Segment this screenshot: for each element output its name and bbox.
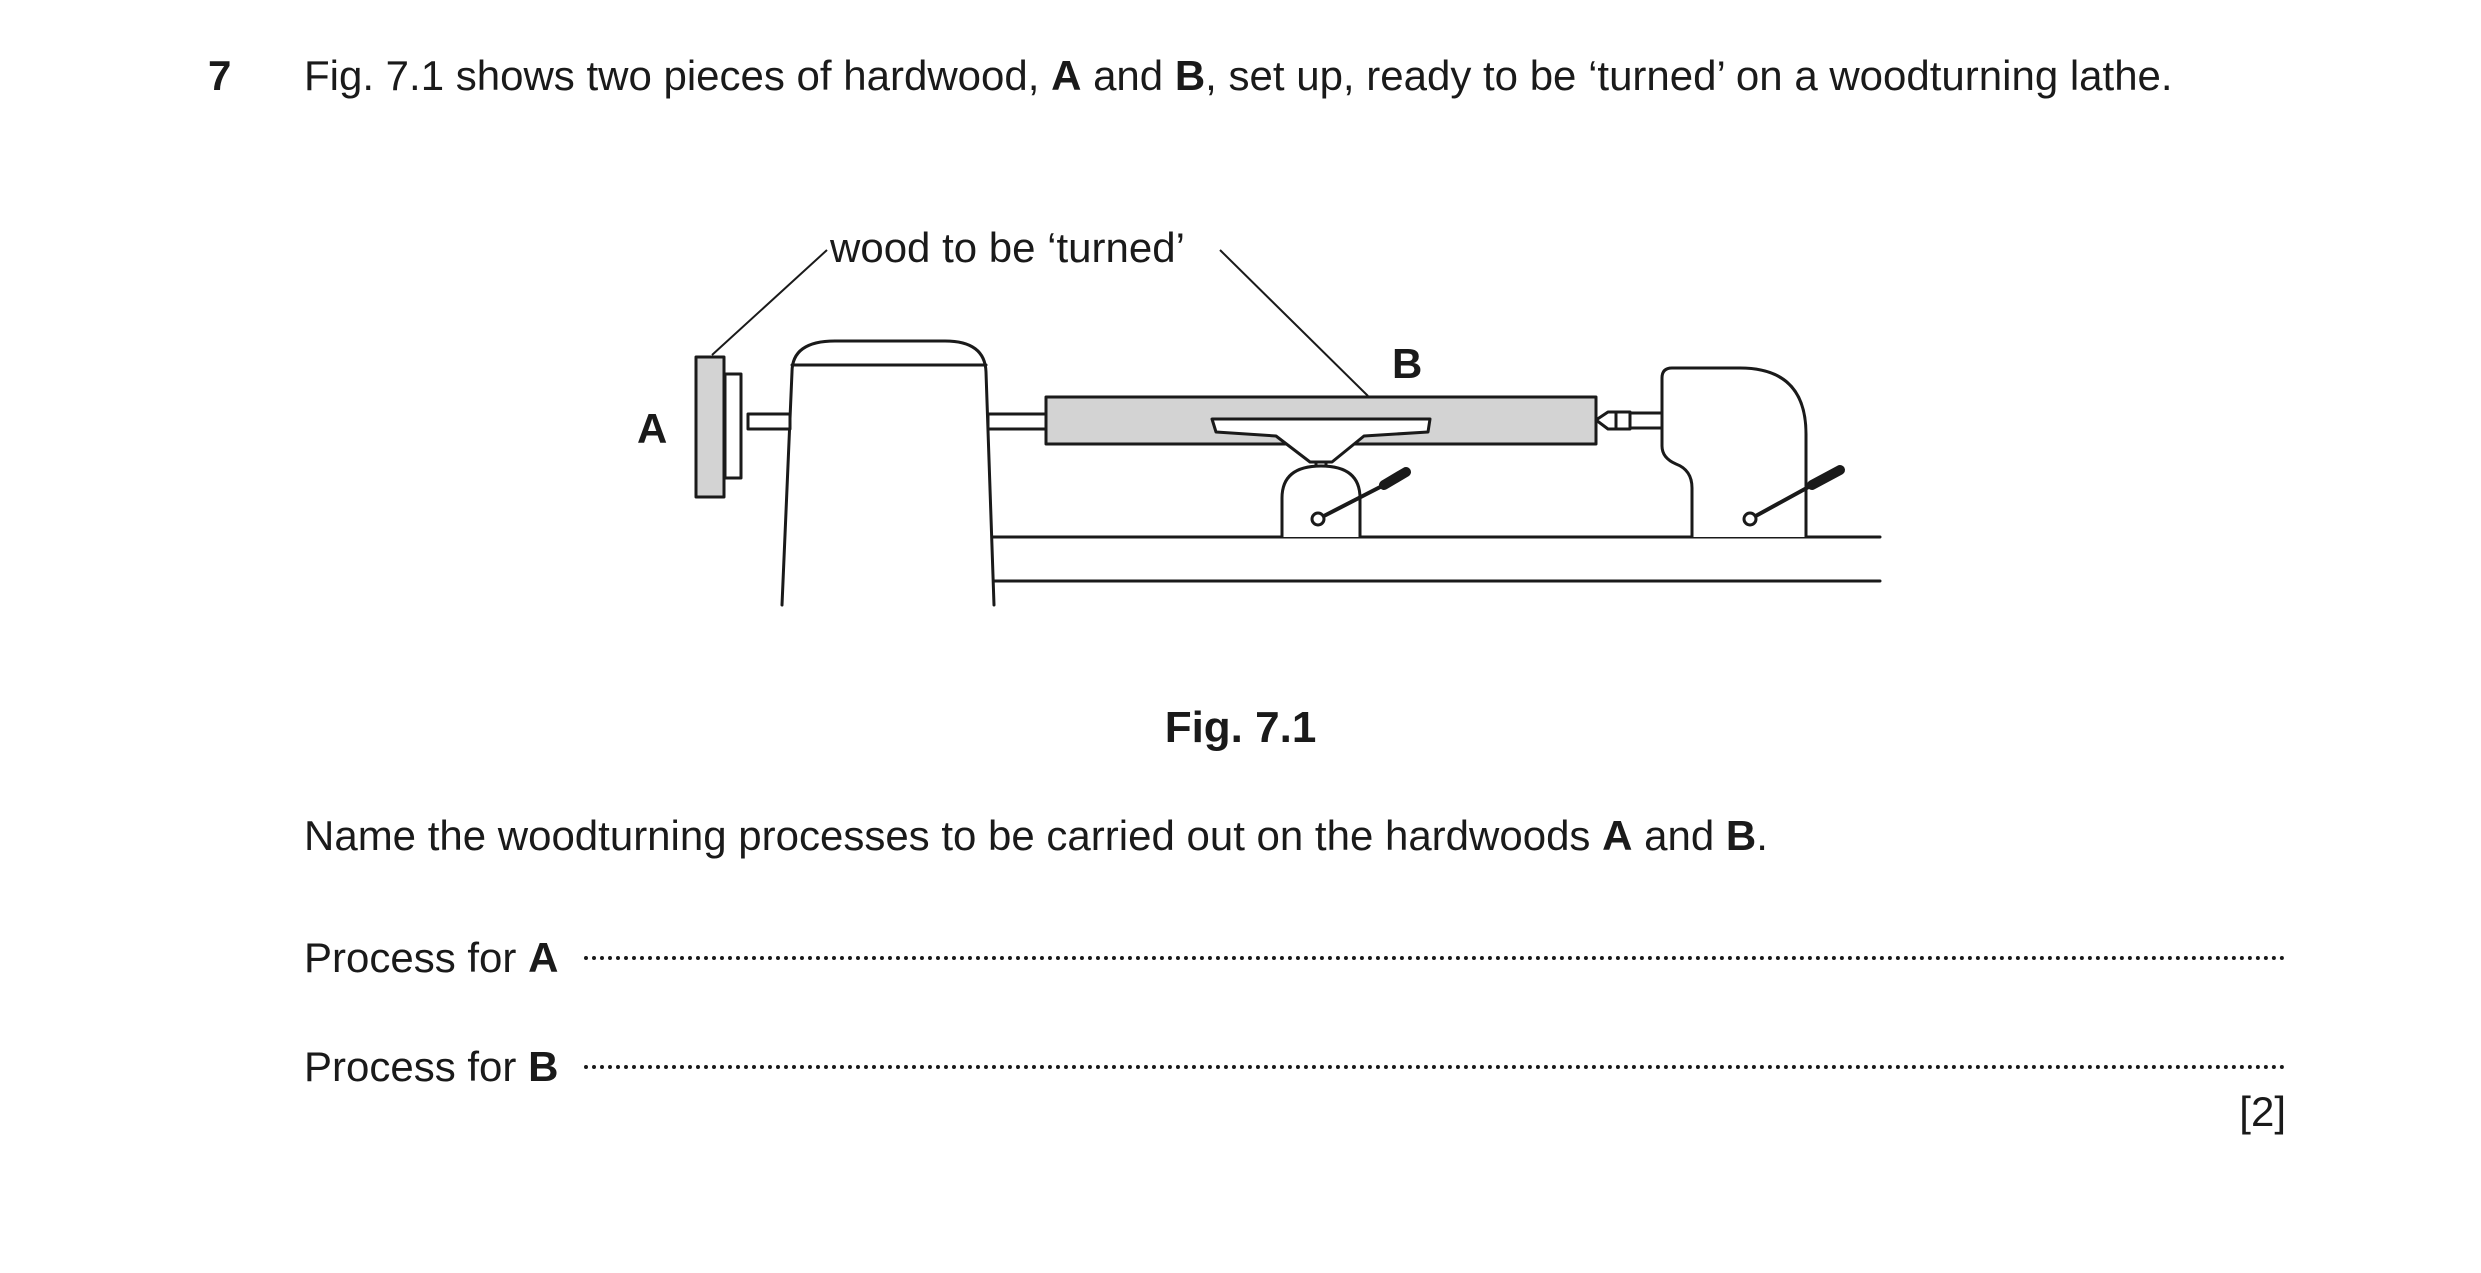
figure-label-b: B bbox=[1392, 340, 1422, 387]
tool-rest bbox=[1210, 417, 1432, 464]
answer-line-b[interactable] bbox=[584, 1025, 2286, 1081]
marks-allocation: [2] bbox=[2239, 1088, 2286, 1135]
faceplate bbox=[723, 372, 743, 480]
callout-label: wood to be ‘turned’ bbox=[829, 224, 1185, 271]
lever-tailstock bbox=[1742, 465, 1845, 527]
headstock bbox=[780, 339, 996, 607]
leader-line-a bbox=[711, 249, 828, 356]
tailstock-quill bbox=[1628, 411, 1664, 430]
figure-caption: Fig. 7.1 bbox=[1164, 703, 1317, 752]
question-text-part1: Fig. 7.1 shows two pieces of hardwood, bbox=[304, 52, 1052, 99]
answer-letter-a: A bbox=[528, 934, 559, 981]
answer-prefix-a: Process for bbox=[304, 934, 529, 981]
instruction-label-b: B bbox=[1725, 812, 1757, 859]
answer-letter-b: B bbox=[528, 1043, 559, 1090]
instruction: Name the woodturning processes to be car… bbox=[304, 808, 1768, 864]
answer-line-a[interactable] bbox=[584, 916, 2286, 972]
answer-label-b: Process for B bbox=[304, 1039, 558, 1095]
question-text-part2: and bbox=[1081, 52, 1175, 99]
answer-label-a: Process for A bbox=[304, 930, 558, 986]
question-label-b: B bbox=[1174, 52, 1206, 99]
instruction-label-a: A bbox=[1602, 812, 1633, 859]
question-label-a: A bbox=[1051, 52, 1082, 99]
headstock-spindle-right bbox=[986, 412, 1048, 431]
instruction-part3: . bbox=[1756, 812, 1768, 859]
tool-rest-base bbox=[1280, 464, 1362, 539]
tailstock-centre bbox=[1594, 410, 1632, 431]
instruction-part2: and bbox=[1632, 812, 1726, 859]
question-text: Fig. 7.1 shows two pieces of hardwood, A… bbox=[304, 48, 2286, 104]
figure-label-a: A bbox=[637, 405, 667, 452]
tailstock bbox=[1660, 366, 1808, 539]
headstock-spindle-left bbox=[746, 412, 792, 431]
wood-a bbox=[694, 355, 726, 499]
question-text-part3: , set up, ready to be ‘turned’ on a wood… bbox=[1205, 52, 2173, 99]
answer-row-a: Process for A bbox=[304, 916, 2286, 981]
leader-line-b bbox=[1219, 249, 1369, 397]
instruction-part1: Name the woodturning processes to be car… bbox=[304, 812, 1603, 859]
lever-tool-rest bbox=[1310, 467, 1411, 527]
answer-prefix-b: Process for bbox=[304, 1043, 529, 1090]
answer-row-b: Process for B bbox=[304, 1025, 2286, 1090]
question-number: 7 bbox=[208, 52, 232, 99]
